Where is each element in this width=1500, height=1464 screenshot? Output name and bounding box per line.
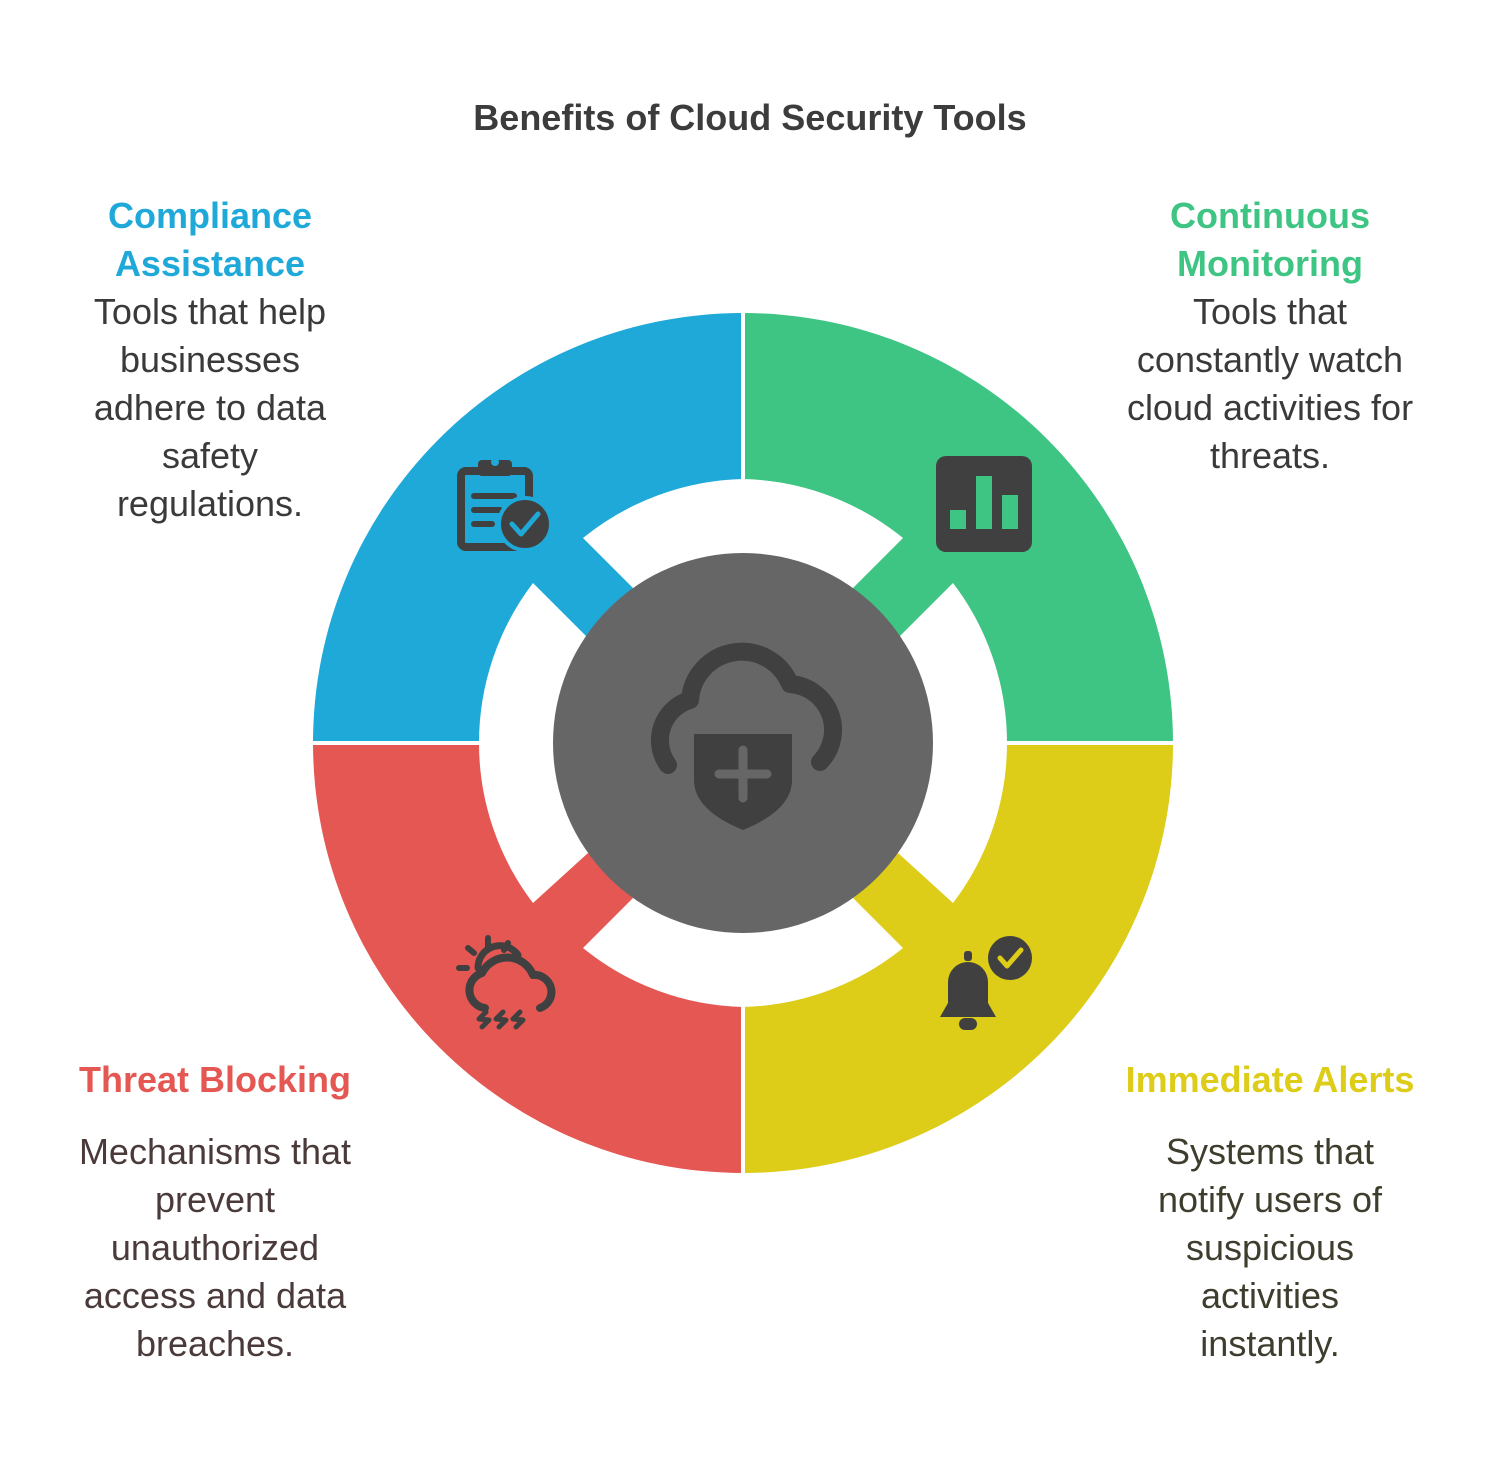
blocking-desc-line: Mechanisms that bbox=[78, 1131, 352, 1172]
blocking-desc-line: access and data bbox=[83, 1275, 347, 1316]
alerts-desc-line: instantly. bbox=[1200, 1323, 1340, 1364]
alerts-desc-line: activities bbox=[1200, 1275, 1340, 1316]
block-alerts: Immediate Alerts Systems that notify use… bbox=[1100, 1056, 1440, 1368]
bar-chart-icon bbox=[936, 456, 1032, 552]
blocking-desc-line: breaches. bbox=[135, 1323, 295, 1364]
compliance-desc-line: Tools that help bbox=[93, 291, 327, 332]
bell-check-icon bbox=[940, 936, 1032, 1030]
alerts-desc-line: Systems that bbox=[1165, 1131, 1375, 1172]
monitoring-desc-line: threats. bbox=[1209, 435, 1331, 476]
segment-alerts[interactable] bbox=[743, 743, 1173, 1173]
alerts-heading-line: Immediate Alerts bbox=[1125, 1059, 1415, 1100]
monitoring-desc-line: cloud activities for bbox=[1126, 387, 1414, 428]
page-title: Benefits of Cloud Security Tools bbox=[473, 97, 1027, 138]
compliance-desc-line: businesses bbox=[119, 339, 301, 380]
cloud-shield-icon bbox=[650, 642, 842, 830]
block-monitoring: Continuous Monitoring Tools that constan… bbox=[1090, 192, 1450, 480]
storm-cloud-icon bbox=[456, 935, 556, 1030]
blocking-desc-line: prevent bbox=[154, 1179, 276, 1220]
alerts-desc-line: suspicious bbox=[1185, 1227, 1355, 1268]
alerts-desc-line: notify users of bbox=[1157, 1179, 1383, 1220]
segment-separators bbox=[310, 310, 1176, 1176]
block-blocking: Threat Blocking Mechanisms that prevent … bbox=[40, 1056, 390, 1368]
blocking-heading-line: Threat Blocking bbox=[78, 1059, 352, 1100]
monitoring-desc-line: Tools that bbox=[1192, 291, 1348, 332]
blocking-desc-line: unauthorized bbox=[110, 1227, 320, 1268]
block-compliance: Compliance Assistance Tools that help bu… bbox=[60, 192, 360, 528]
monitoring-desc-line: constantly watch bbox=[1136, 339, 1404, 380]
segment-blocking[interactable] bbox=[313, 743, 743, 1173]
compliance-desc-line: regulations. bbox=[116, 483, 304, 524]
monitoring-heading-line: Monitoring bbox=[1177, 243, 1363, 284]
compliance-heading-line: Assistance bbox=[114, 243, 306, 284]
clipboard-check-icon bbox=[457, 458, 553, 552]
compliance-desc-line: adhere to data bbox=[93, 387, 327, 428]
compliance-heading-line: Compliance bbox=[107, 195, 313, 236]
compliance-desc-line: safety bbox=[161, 435, 259, 476]
monitoring-heading-line: Continuous bbox=[1170, 195, 1370, 236]
